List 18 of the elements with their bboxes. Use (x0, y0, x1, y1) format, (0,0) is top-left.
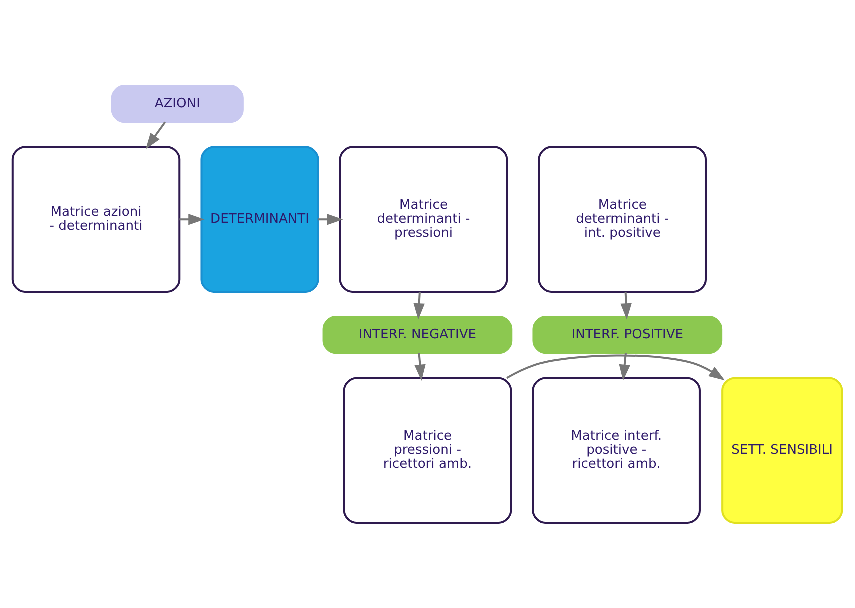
arrow (620, 292, 632, 320)
node-box: AZIONI (111, 84, 244, 123)
arrow (318, 213, 344, 225)
node-box: Matrice azioni - determinanti (12, 146, 181, 292)
arrow (146, 121, 166, 149)
node-box: Matrice pressioni - ricettori amb. (343, 376, 512, 524)
node-box: Matrice interf. positive - ricettori amb. (532, 376, 701, 524)
node-box: DETERMINANTI (200, 146, 320, 292)
arrow (619, 352, 630, 380)
node-box: INTERF. POSITIVE (532, 316, 723, 354)
node-box: SETT. SENSIBILI (722, 376, 844, 524)
arrow (414, 352, 426, 380)
node-box: Matrice determinanti - int. positive (538, 146, 707, 292)
node-box: Matrice determinanti - pressioni (339, 146, 508, 292)
arrow (414, 292, 425, 320)
node-box: INTERF. NEGATIVE (322, 316, 513, 354)
arrow (180, 213, 205, 225)
arrow (506, 354, 726, 380)
